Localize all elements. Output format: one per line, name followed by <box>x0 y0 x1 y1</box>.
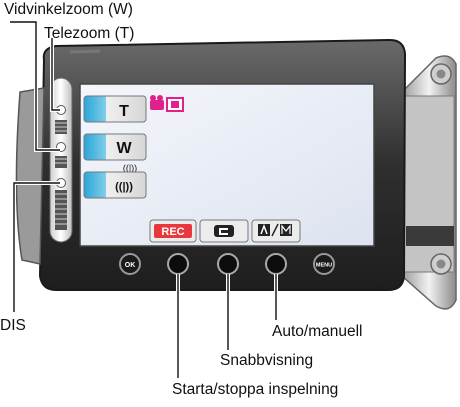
start-stop-button[interactable] <box>167 253 189 275</box>
icon-group <box>150 95 184 112</box>
t-button-label: T <box>119 103 129 120</box>
t-button[interactable]: T <box>83 95 147 123</box>
label-dis: DIS <box>0 317 26 334</box>
label-start-stop: Starta/stoppa inspelning <box>172 381 339 398</box>
label-tele-zoom: Telezoom (T) <box>44 25 135 42</box>
rec-button-label: REC <box>161 226 184 238</box>
label-wide-zoom: Vidvinkelzoom (W) <box>4 1 133 18</box>
auto-manual-physical-button[interactable] <box>265 253 287 275</box>
w-button-label: W <box>116 140 132 157</box>
video-camera-icon <box>150 100 164 110</box>
ok-button-label: OK <box>125 262 136 269</box>
auto-manual-button[interactable] <box>251 219 301 243</box>
dis-button[interactable]: ((|)) <box>83 171 147 199</box>
label-auto-manual: Auto/manuell <box>272 323 363 340</box>
quick-review-button[interactable] <box>199 219 249 243</box>
hinge <box>401 55 457 310</box>
zoom-slider <box>49 77 73 243</box>
stabilizer-icon: ((|)) <box>115 181 133 193</box>
w-button[interactable]: W <box>83 133 147 161</box>
label-quick-review: Snabbvisning <box>220 352 314 369</box>
stabilizer-small-icon: ((|)) <box>123 163 137 173</box>
menu-button-label: MENU <box>316 263 332 269</box>
ok-button[interactable]: OK <box>119 253 141 275</box>
menu-button[interactable]: MENU <box>313 253 335 275</box>
quick-review-physical-button[interactable] <box>217 253 239 275</box>
rec-button[interactable]: REC <box>149 219 197 243</box>
callout-lines <box>8 12 278 378</box>
quick-review-icon <box>219 228 228 235</box>
